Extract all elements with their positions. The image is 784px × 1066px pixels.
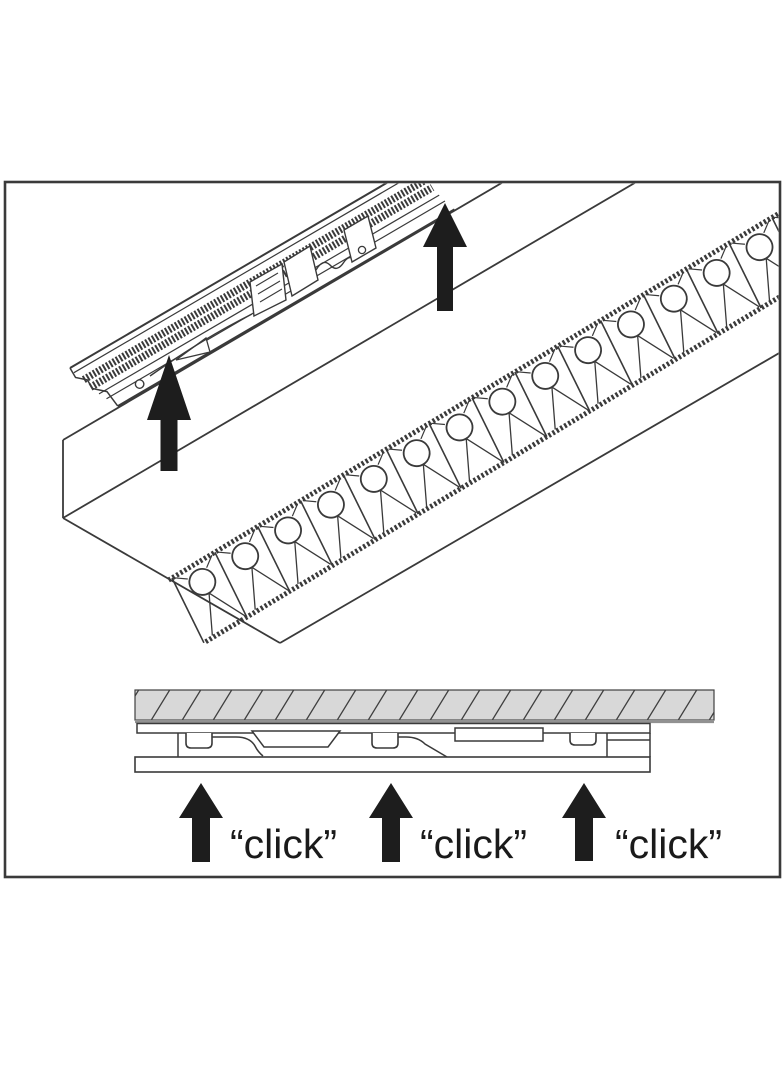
ceiling-hatch: [134, 689, 715, 724]
retention-clip-left: [185, 733, 213, 749]
driver-tray-right: [454, 727, 544, 742]
luminaire-housing: [62, 183, 779, 644]
mounting-plate: [136, 722, 651, 734]
luminaire-face-plate: [134, 756, 651, 773]
click-label-2: “click”: [420, 821, 527, 867]
screw-hole: [134, 379, 145, 389]
rail-clip-hardware: [149, 214, 377, 377]
up-arrow-click-3: [562, 783, 606, 861]
driver-tray-left: [250, 730, 342, 748]
bracket-plate-left: [283, 244, 319, 298]
cable-left: [212, 736, 264, 757]
screw-head: [357, 245, 367, 255]
bracket-plate-right: [343, 214, 377, 264]
fixture-internals: [177, 727, 651, 758]
isometric-exploded-view: [62, 183, 779, 644]
connector-block: [249, 262, 287, 318]
up-arrow-click-1: [179, 783, 223, 862]
up-arrow-click-2: [369, 783, 413, 862]
click-label-1: “click”: [230, 821, 337, 867]
cross-section-view: “click” “click” “click”: [134, 689, 722, 867]
cable: [149, 313, 253, 377]
up-arrow-iso-left: [147, 355, 191, 471]
click-label-3: “click”: [615, 821, 722, 867]
wire-loop: [315, 256, 355, 271]
end-bracket-right: [606, 733, 651, 757]
louver-optic-strip: [165, 192, 779, 644]
up-arrow-iso-right: [423, 203, 467, 311]
retention-clip-right: [569, 733, 597, 746]
retention-clip-middle: [371, 733, 399, 749]
cable-right: [398, 736, 448, 758]
